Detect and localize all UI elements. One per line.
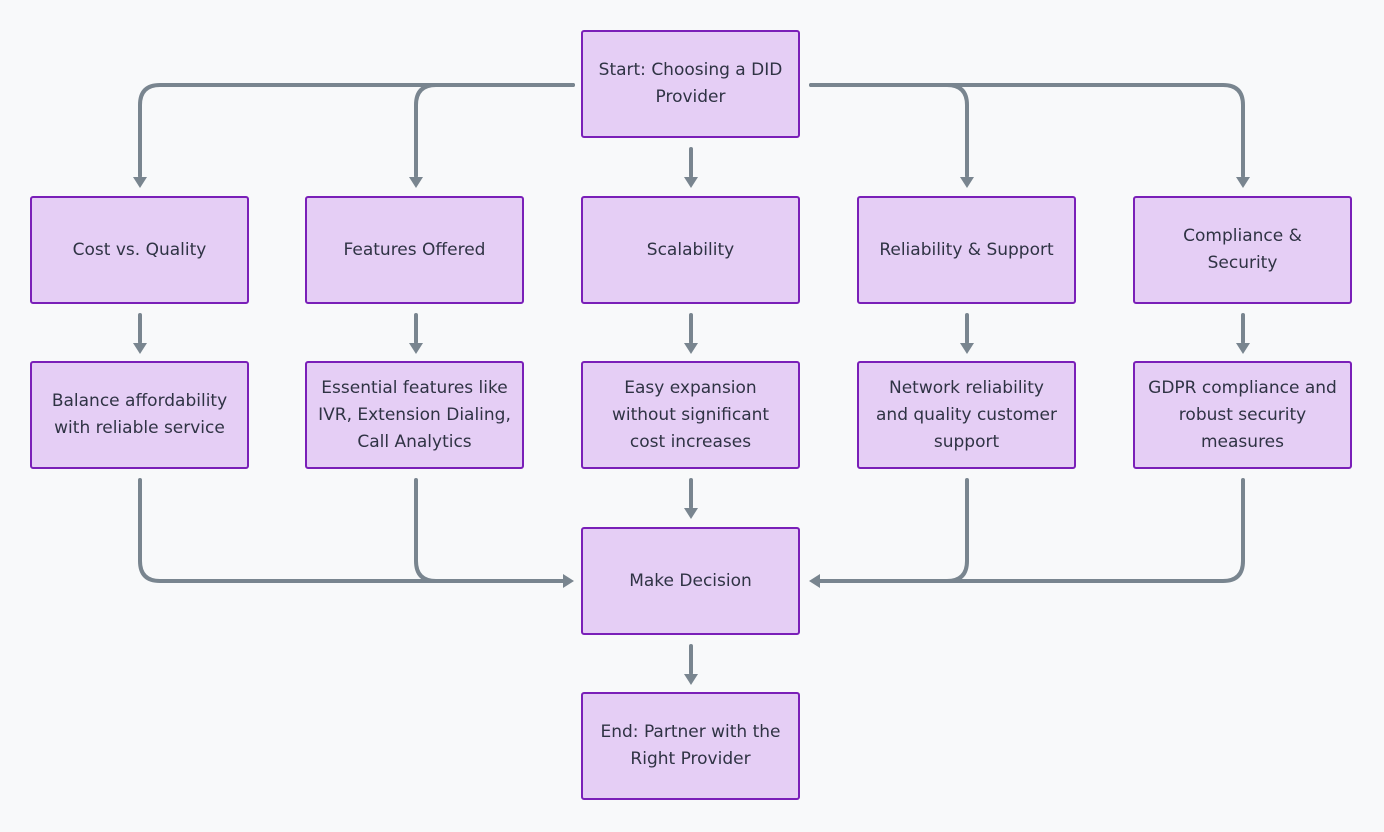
- arrowhead: [684, 177, 698, 188]
- node-compliance-security: Compliance & Security: [1133, 196, 1352, 304]
- node-compliance-security-label: Compliance & Security: [1183, 226, 1302, 273]
- node-cost-detail-label: Balance affordability with reliable serv…: [51, 391, 228, 438]
- arrowhead: [684, 343, 698, 354]
- node-end: End: Partner with the Right Provider: [581, 692, 800, 800]
- arrowhead: [1236, 177, 1250, 188]
- node-make-decision: Make Decision: [581, 527, 800, 635]
- node-features-detail: Essential features like IVR, Extension D…: [305, 361, 524, 469]
- node-scalability-label: Scalability: [646, 239, 735, 260]
- edge-reliability-detail-to-decision: [818, 478, 969, 583]
- arrowhead: [133, 177, 147, 188]
- arrowhead: [684, 508, 698, 519]
- edge-start-to-compliance: [809, 83, 1245, 178]
- node-reliability-support-label: Reliability & Support: [879, 239, 1054, 260]
- arrowhead: [409, 177, 423, 188]
- node-compliance-detail-label: GDPR compliance and robust security meas…: [1148, 377, 1337, 452]
- node-make-decision-label: Make Decision: [629, 570, 752, 591]
- arrowhead: [809, 574, 820, 588]
- node-start: Start: Choosing a DID Provider: [581, 30, 800, 138]
- node-reliability-support: Reliability & Support: [857, 196, 1076, 304]
- node-scalability-detail: Easy expansion without significant cost …: [581, 361, 800, 469]
- node-features-offered-label: Features Offered: [343, 239, 486, 260]
- edge-start-to-cost: [138, 83, 575, 178]
- arrowhead: [133, 343, 147, 354]
- edge-start-to-reliability: [809, 83, 969, 178]
- node-end-label: End: Partner with the Right Provider: [600, 722, 781, 769]
- node-cost-vs-quality: Cost vs. Quality: [30, 196, 249, 304]
- node-cost-vs-quality-label: Cost vs. Quality: [72, 239, 207, 260]
- node-scalability: Scalability: [581, 196, 800, 304]
- edge-start-to-features: [414, 83, 575, 178]
- node-reliability-detail: Network reliability and quality customer…: [857, 361, 1076, 469]
- arrowhead: [563, 574, 574, 588]
- arrowhead: [960, 177, 974, 188]
- node-start-label: Start: Choosing a DID Provider: [598, 60, 783, 107]
- node-reliability-detail-label: Network reliability and quality customer…: [876, 377, 1057, 452]
- edge-cost-detail-to-decision: [138, 478, 565, 583]
- node-compliance-detail: GDPR compliance and robust security meas…: [1133, 361, 1352, 469]
- edge-compliance-detail-to-decision: [818, 478, 1245, 583]
- arrowhead: [960, 343, 974, 354]
- node-features-offered: Features Offered: [305, 196, 524, 304]
- node-scalability-detail-label: Easy expansion without significant cost …: [611, 377, 770, 452]
- arrowhead: [684, 674, 698, 685]
- node-cost-detail: Balance affordability with reliable serv…: [30, 361, 249, 469]
- arrowhead: [409, 343, 423, 354]
- edge-features-detail-to-decision: [414, 478, 565, 583]
- arrowhead: [1236, 343, 1250, 354]
- node-features-detail-label: Essential features like IVR, Extension D…: [318, 377, 511, 452]
